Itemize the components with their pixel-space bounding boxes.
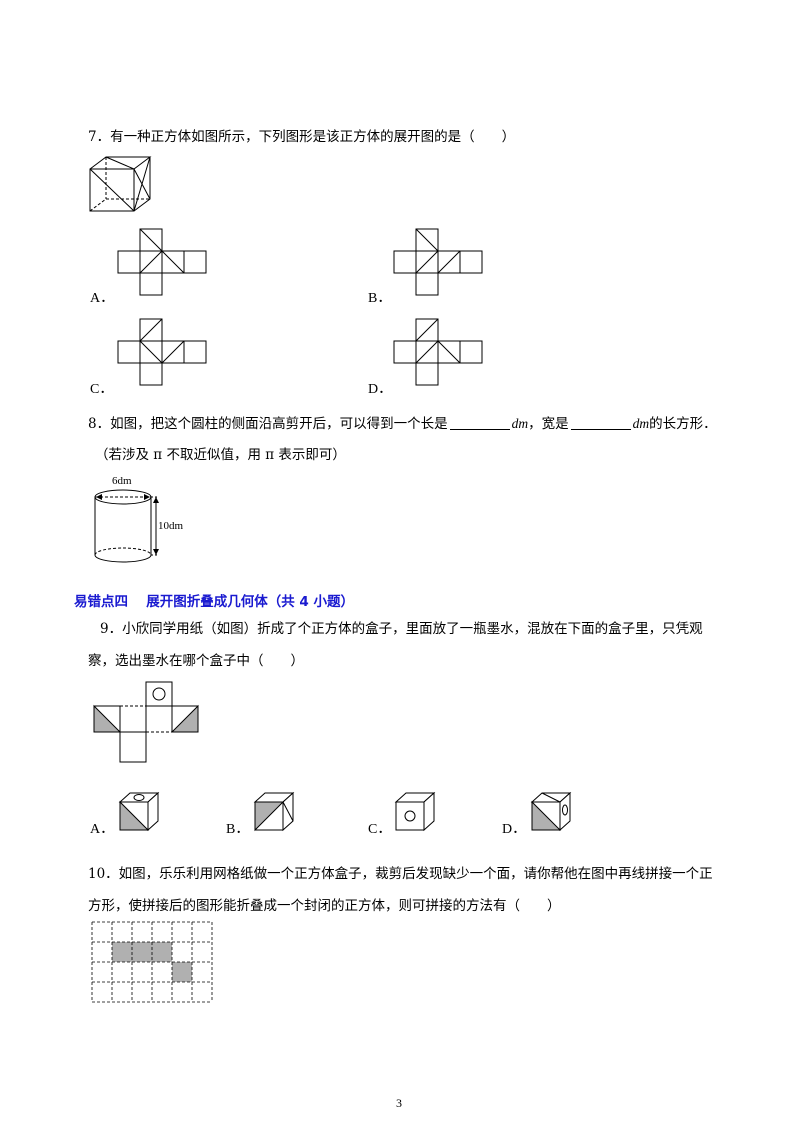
q9-option-c[interactable]: C．: [368, 822, 392, 837]
q8-height-label: 10dm: [158, 520, 184, 532]
q8-unit-length: dm: [511, 416, 529, 431]
q7-text: 7．有一种正方体如图所示，下列图形是该正方体的展开图的是（ ）: [88, 129, 516, 145]
q9-option-d[interactable]: D．: [502, 822, 527, 837]
q10-line2: 方形，使拼接后的图形能折叠成一个封闭的正方体，则可拼接的方法有（ ）: [88, 898, 561, 914]
q8-note: （若涉及 π 不取近似值，用 π 表示即可）: [95, 447, 346, 463]
q7-net-d: [393, 318, 483, 386]
q8-blank-length[interactable]: [449, 415, 510, 430]
q9-cube-b: [253, 791, 295, 832]
q8-blank-width[interactable]: [570, 415, 631, 430]
section-heading: 易错点四 展开图折叠成几何体（共 4 小题）: [74, 594, 354, 610]
q9-option-b[interactable]: B．: [226, 822, 250, 837]
q9-cube-d: [530, 791, 572, 832]
q9-line1: 9．小欣同学用纸（如图）折成了个正方体的盒子，里面放了一瓶墨水，混放在下面的盒子…: [100, 621, 703, 637]
q8-diameter-label: 6dm: [112, 475, 132, 487]
q8-text-c: 的长方形．: [649, 416, 717, 432]
q7-cube-figure: [89, 156, 152, 212]
q7-net-a: [117, 228, 207, 296]
q9-option-a[interactable]: A．: [90, 822, 115, 837]
q7-option-a[interactable]: A．: [90, 291, 115, 306]
q7-net-c: [117, 318, 207, 386]
q8-cylinder-figure: [94, 489, 159, 563]
q7-option-d[interactable]: D．: [368, 382, 393, 397]
q10-line1: 10．如图，乐乐利用网格纸做一个正方体盒子，裁剪后发现缺少一个面，请你帮他在图中…: [88, 866, 713, 882]
q9-net-figure: [93, 681, 199, 763]
q9-cube-c: [394, 791, 436, 832]
q7-option-b[interactable]: B．: [368, 291, 392, 306]
q8-text-b: ，宽是: [528, 416, 569, 432]
q7-net-b: [393, 228, 483, 296]
q9-cube-a: [118, 791, 160, 832]
page-number: 3: [396, 1096, 402, 1110]
q8-text-a: 8．如图，把这个圆柱的侧面沿高剪开后，可以得到一个长是: [88, 416, 448, 432]
q8-unit-width: dm: [632, 416, 650, 431]
q7-option-c[interactable]: C．: [90, 382, 114, 397]
q9-line2: 察，选出墨水在哪个盒子中（ ）: [88, 653, 304, 669]
q10-grid-figure: [91, 921, 213, 1003]
